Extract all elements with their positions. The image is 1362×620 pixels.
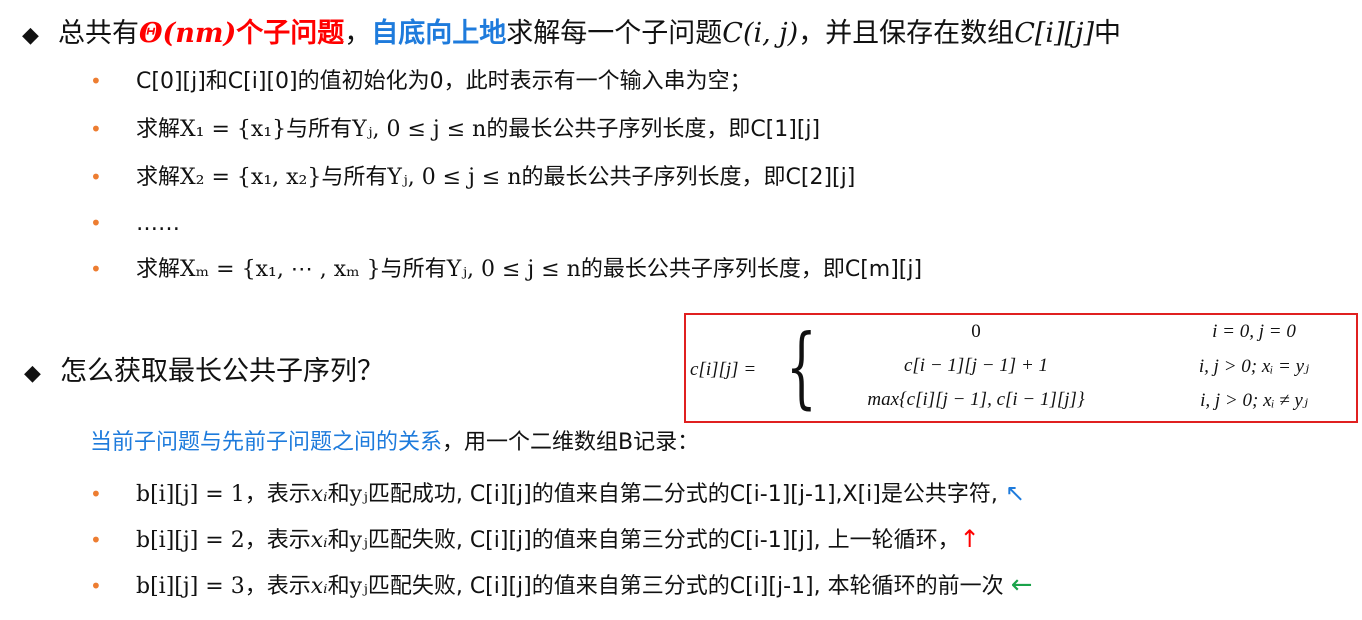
math-expression: yⱼ: [349, 482, 368, 507]
recurrence-formula-box: c[i][j] = { 0 i = 0, j = 0 c[i − 1][j − …: [684, 313, 1358, 423]
case-condition: i, j > 0; xᵢ = yⱼ: [1198, 356, 1310, 377]
list-item-text: 求解: [136, 117, 181, 142]
list-item-text: 匹配成功, C[i][j]的值来自第二分式的C[i-1][j-1],X[i]是公…: [367, 482, 1005, 507]
math-expression: Yⱼ, 0 ≤ j ≤ n: [446, 257, 581, 282]
b-list-item: • b[i][j] = 1，表示xᵢ和yⱼ匹配成功, C[i][j]的值来自第二分…: [90, 478, 1025, 510]
heading-text-e: ，并且保存在数组: [798, 18, 1015, 49]
math-expression: xᵢ: [310, 482, 328, 507]
list-item-text: 匹配失败, C[i][j]的值来自第三分式的C[i][j-1], 本轮循环的前一…: [367, 574, 1011, 599]
section1-heading: ◆ 总共有Θ(nm)个子问题，自底向上地求解每一个子问题C(i, j)，并且保存在…: [22, 16, 1121, 54]
math-expression: b[i][j] = 1: [136, 482, 245, 507]
list-item-text: 求解: [136, 257, 181, 282]
bullet-dot-icon: •: [90, 528, 102, 552]
case-condition: i = 0, j = 0: [1212, 321, 1296, 342]
list-item-text: 和: [327, 528, 350, 553]
math-expression: b[i][j] = 2: [136, 528, 245, 553]
section2-heading: ◆ 怎么获取最长公共子序列？: [24, 354, 384, 392]
up-arrow-icon: ↑: [959, 525, 980, 553]
list-item-text: C[0][j]和C[i][0]的值初始化为0，此时表示有一个输入串为空；: [136, 69, 752, 94]
list-item-text: ，表示: [244, 528, 311, 553]
list-item: • C[0][j]和C[i][0]的值初始化为0，此时表示有一个输入串为空；: [90, 66, 752, 97]
formula-case-row: 0 i = 0, j = 0: [686, 321, 1356, 351]
b-list-item: • b[i][j] = 3，表示xᵢ和yⱼ匹配失败, C[i][j]的值来自第三分…: [90, 570, 1032, 602]
math-expression: yⱼ: [349, 574, 368, 599]
formula-case-row: c[i − 1][j − 1] + 1 i, j > 0; xᵢ = yⱼ: [686, 355, 1356, 385]
bullet-dot-icon: •: [90, 117, 102, 141]
heading-text-c: ，: [344, 18, 372, 49]
relation-blue-text: 当前子问题与先前子问题之间的关系: [90, 430, 443, 455]
bottom-up-label: 自底向上地: [371, 18, 507, 49]
case-expression: max{c[i][j − 1], c[i − 1][j]}: [867, 389, 1085, 410]
heading-text-f: 中: [1094, 18, 1121, 49]
list-item-text: 与所有: [286, 117, 353, 142]
list-item-text: 和: [327, 482, 350, 507]
formula-lhs: c[i][j] =: [690, 359, 757, 380]
math-expression: xᵢ: [310, 574, 328, 599]
diamond-bullet-icon: ◆: [24, 361, 41, 386]
formula-case-row: max{c[i][j − 1], c[i − 1][j]} i, j > 0; …: [686, 389, 1356, 419]
list-item-text: ……: [136, 211, 180, 236]
math-expression: X₁ = {x₁}: [180, 117, 287, 142]
list-item: • 求解Xₘ = {x₁, ⋯ , xₘ }与所有Yⱼ, 0 ≤ j ≤ n的最长…: [90, 254, 922, 285]
b-list-item: • b[i][j] = 2，表示xᵢ和yⱼ匹配失败, C[i][j]的值来自第三分…: [90, 524, 980, 556]
case-expression: 0: [971, 321, 981, 342]
heading-text-d: 求解每一个子问题: [506, 18, 723, 49]
list-item-text: 的最长公共子序列长度，即C[1][j]: [486, 117, 821, 142]
up-left-arrow-icon: ↖: [1004, 479, 1025, 507]
case-condition: i, j > 0; xᵢ ≠ yⱼ: [1200, 390, 1308, 411]
math-expression: Xₘ = {x₁, ⋯ , xₘ }: [180, 257, 381, 282]
bullet-dot-icon: •: [90, 165, 102, 189]
heading-text-a: 总共有: [58, 18, 139, 49]
list-item-text: 匹配失败, C[i][j]的值来自第三分式的C[i-1][j], 上一轮循环，: [367, 528, 960, 553]
list-item-text: 和: [327, 574, 350, 599]
theta-expression: Θ(nm)个子问题: [139, 18, 345, 49]
list-item-text: ，表示: [244, 482, 311, 507]
math-expression: Yⱼ, 0 ≤ j ≤ n: [387, 165, 522, 190]
left-arrow-icon: ←: [1010, 570, 1033, 600]
math-expression: X₂ = {x₁, x₂}: [180, 165, 322, 190]
relation-subtitle: 当前子问题与先前子问题之间的关系，用一个二维数组B记录：: [90, 428, 699, 458]
cij-expression: C(i, j): [722, 18, 799, 49]
bullet-dot-icon: •: [90, 257, 102, 281]
list-item-text: ，表示: [244, 574, 311, 599]
math-expression: Yⱼ, 0 ≤ j ≤ n: [352, 117, 487, 142]
list-item: • 求解X₂ = {x₁, x₂}与所有Yⱼ, 0 ≤ j ≤ n的最长公共子序列…: [90, 162, 855, 193]
math-expression: b[i][j] = 3: [136, 574, 245, 599]
bullet-dot-icon: •: [90, 482, 102, 506]
bullet-dot-icon: •: [90, 69, 102, 93]
diamond-bullet-icon: ◆: [22, 23, 39, 48]
list-item-text: 的最长公共子序列长度，即C[m][j]: [580, 257, 923, 282]
list-item-text: 与所有: [321, 165, 388, 190]
list-item: • 求解X₁ = {x₁}与所有Yⱼ, 0 ≤ j ≤ n的最长公共子序列长度，即…: [90, 114, 820, 145]
section2-title: 怎么获取最长公共子序列？: [60, 356, 384, 387]
math-expression: yⱼ: [349, 528, 368, 553]
bullet-dot-icon: •: [90, 211, 102, 235]
case-expression: c[i − 1][j − 1] + 1: [903, 355, 1049, 376]
list-item-text: 求解: [136, 165, 181, 190]
relation-rest-text: ，用一个二维数组B记录：: [442, 430, 700, 455]
list-item-text: 与所有: [380, 257, 447, 282]
list-item: • ……: [90, 208, 180, 239]
math-expression: xᵢ: [310, 528, 328, 553]
bullet-dot-icon: •: [90, 574, 102, 598]
formula-brace: {: [786, 315, 817, 418]
array-expression: C[i][j]: [1014, 18, 1094, 49]
list-item-text: 的最长公共子序列长度，即C[2][j]: [521, 165, 856, 190]
